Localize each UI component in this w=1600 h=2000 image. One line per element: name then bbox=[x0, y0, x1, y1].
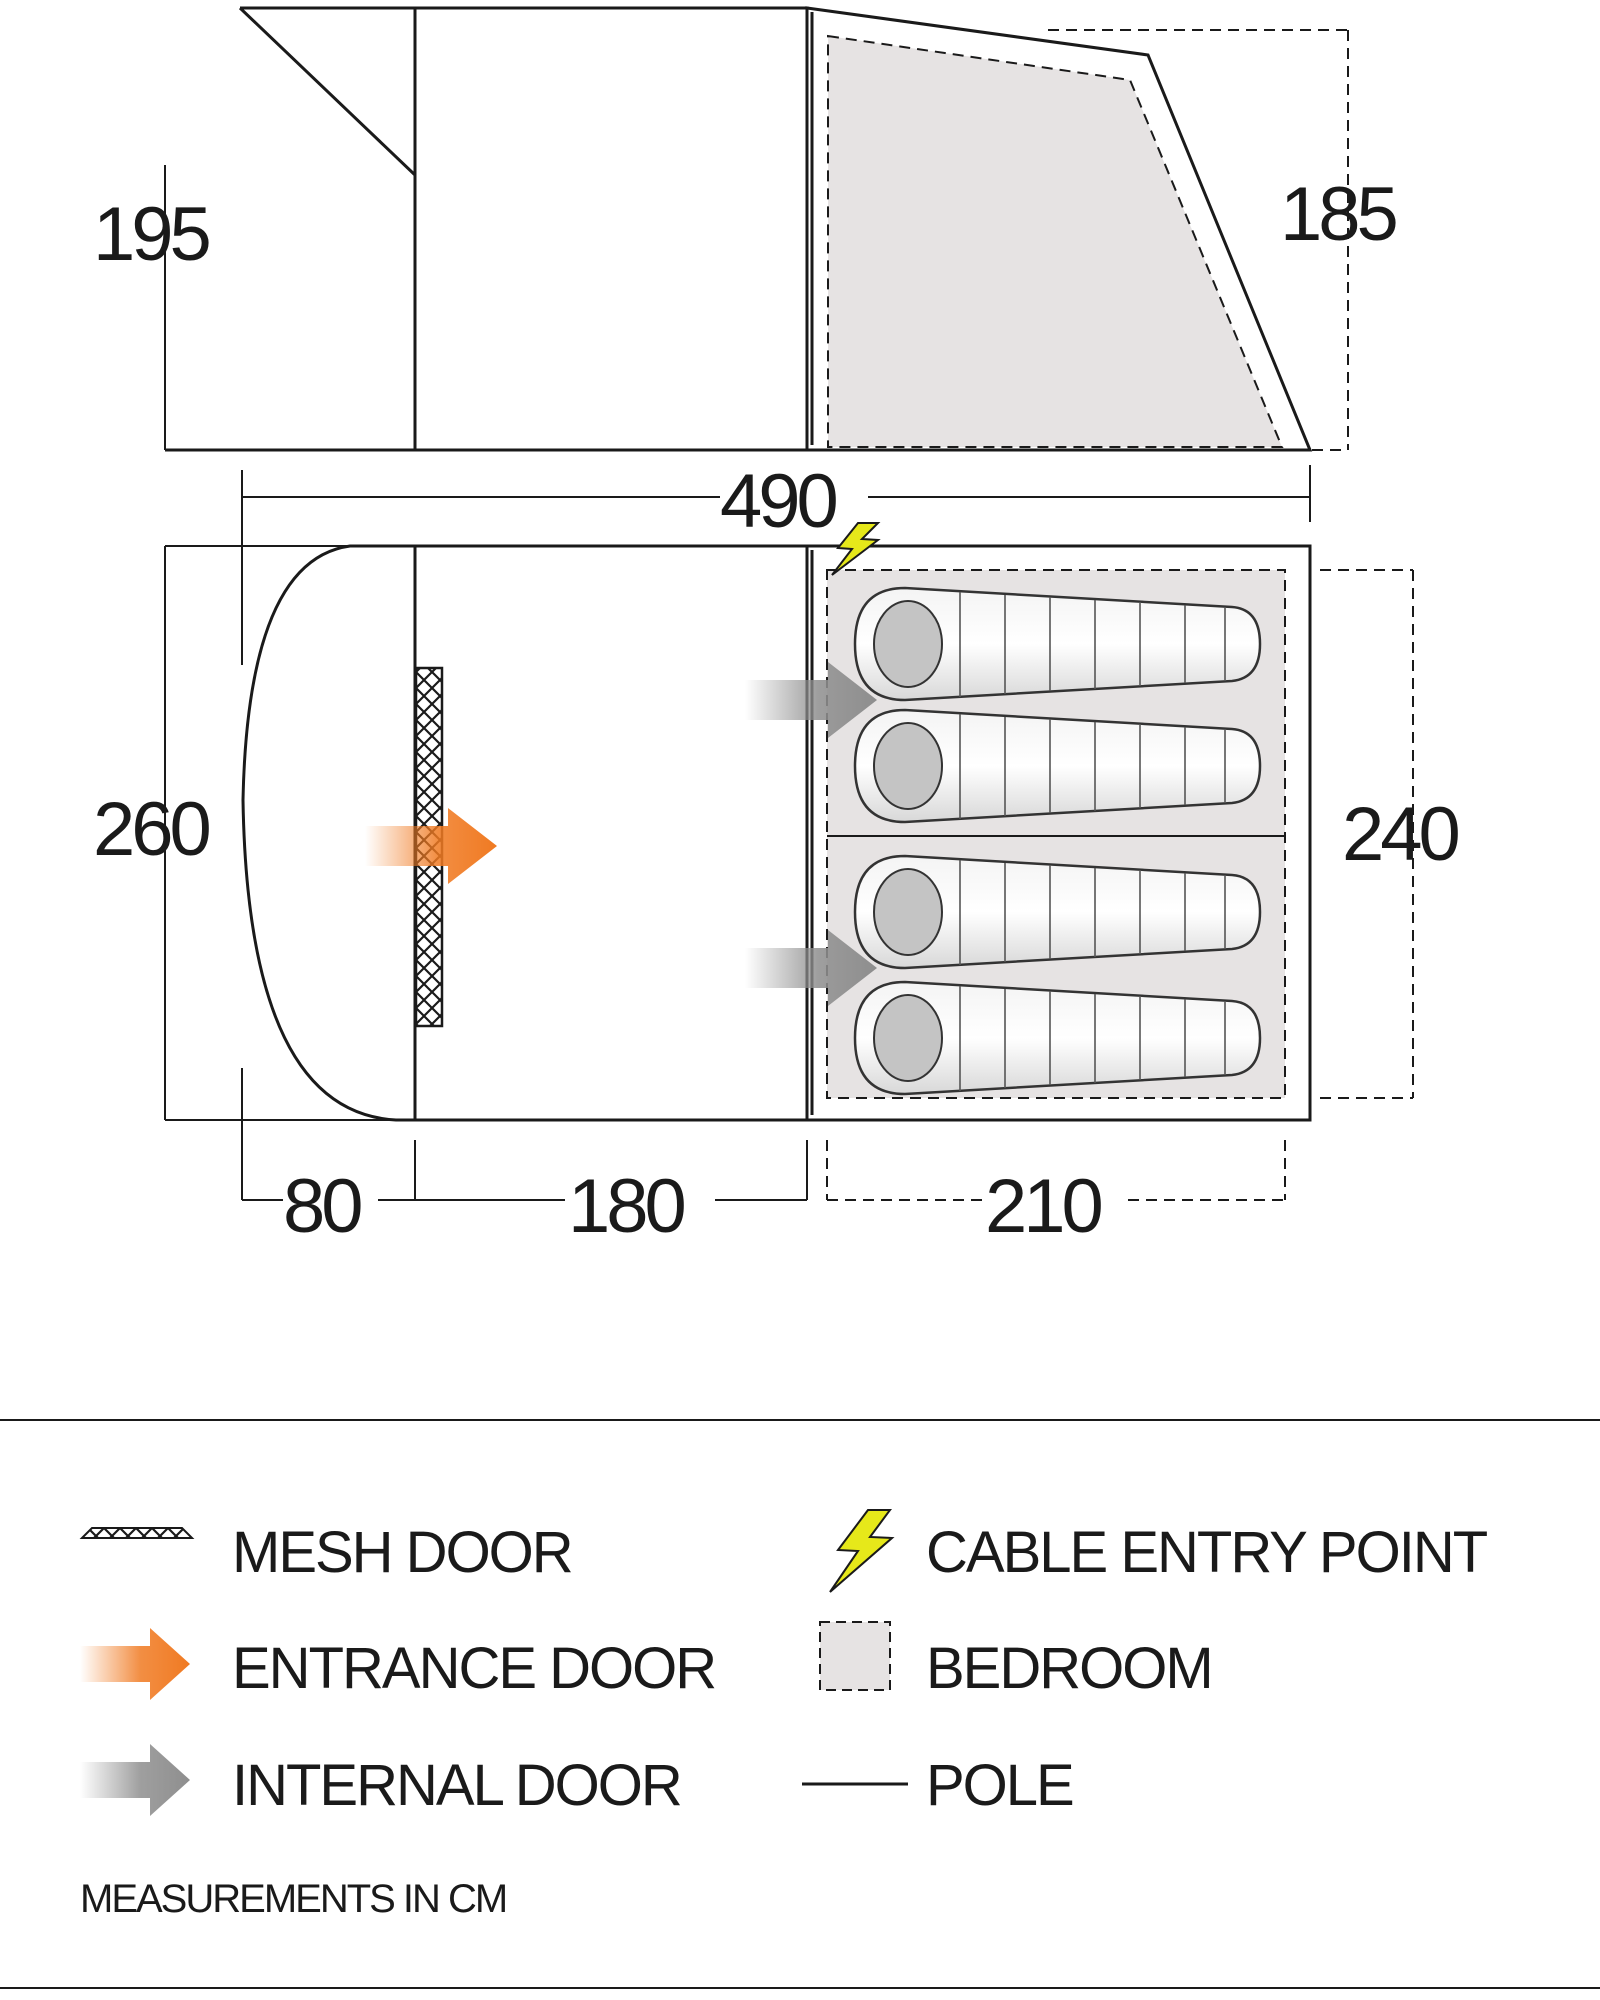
legend-lightning-bolt-icon bbox=[829, 1509, 895, 1593]
internal-arrow-icon bbox=[745, 662, 877, 738]
legend-entrance-door-label: ENTRANCE DOOR bbox=[232, 1636, 715, 1701]
entrance-arrow-icon bbox=[365, 808, 497, 884]
sleeping-bags bbox=[853, 586, 1262, 1096]
living-length-label: 180 bbox=[568, 1164, 685, 1249]
internal-arrow-icon bbox=[745, 930, 877, 1006]
porch-depth-dim bbox=[241, 1068, 415, 1201]
side-elevation bbox=[165, 6, 1313, 452]
legend-internal-arrow-icon bbox=[80, 1744, 190, 1816]
sleeping-bag-1 bbox=[853, 586, 1262, 702]
legend-bedroom-label: BEDROOM bbox=[926, 1636, 1212, 1701]
legend-mesh-door-label: MESH DOOR bbox=[232, 1520, 572, 1585]
living-length-dim bbox=[414, 1140, 808, 1201]
lightning-bolt-icon bbox=[831, 522, 881, 576]
sleeping-bag-3 bbox=[853, 854, 1262, 970]
total-length-label: 490 bbox=[720, 459, 837, 544]
side-bedroom-fill bbox=[827, 34, 1284, 448]
side-bedroom-outline bbox=[805, 6, 1313, 452]
bedroom-area-outline bbox=[805, 544, 1312, 1122]
porch-depth-label: 80 bbox=[283, 1164, 361, 1249]
side-height-left-label: 195 bbox=[93, 192, 210, 277]
legend: MESH DOOR ENTRANCE DOOR INTERNAL DOOR CA… bbox=[79, 1509, 1490, 1921]
side-height-right-label: 185 bbox=[1280, 172, 1397, 257]
sleeping-bag-4 bbox=[853, 980, 1262, 1096]
legend-internal-door-label: INTERNAL DOOR bbox=[232, 1753, 681, 1818]
overall-width-dim bbox=[164, 545, 396, 1121]
legend-cable-entry-label: CABLE ENTRY POINT bbox=[926, 1520, 1488, 1585]
side-living-panel bbox=[413, 6, 809, 452]
legend-pole-label: POLE bbox=[926, 1753, 1073, 1818]
legend-entrance-arrow-icon bbox=[80, 1628, 190, 1700]
sleeping-bag-2 bbox=[853, 708, 1262, 824]
bedroom-length-label: 210 bbox=[985, 1164, 1102, 1249]
overall-width-label: 260 bbox=[93, 787, 210, 872]
measurements-note: MEASUREMENTS IN CM bbox=[80, 1877, 506, 1921]
bedroom-width-label: 240 bbox=[1342, 792, 1459, 877]
total-length-dim-line bbox=[241, 465, 1311, 665]
bedroom-width-dim bbox=[1320, 569, 1414, 1099]
side-porch-diagonal bbox=[238, 6, 417, 177]
bedroom-length-dim bbox=[826, 1140, 1286, 1201]
side-height-dim-right bbox=[1048, 29, 1349, 451]
legend-bedroom-swatch-icon bbox=[819, 1621, 891, 1691]
porch-outline bbox=[241, 544, 415, 1122]
legend-mesh-door-icon bbox=[79, 1527, 195, 1539]
